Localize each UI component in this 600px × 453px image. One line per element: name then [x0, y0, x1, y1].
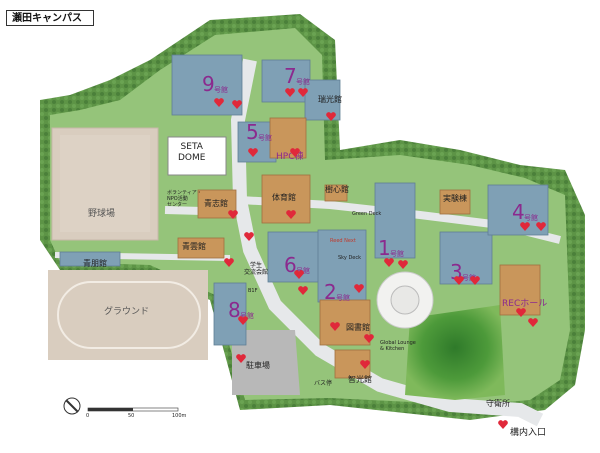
seimeikan-label: 青朋館	[83, 259, 107, 268]
building-3-suffix: 号館	[462, 274, 476, 282]
aed-heart-icon	[214, 98, 224, 107]
aed-heart-icon	[330, 322, 340, 331]
b1f-label: B1F	[248, 288, 258, 294]
seishikan-label: 青志館	[204, 199, 228, 208]
building-1-suffix: 号館	[390, 250, 404, 258]
aed-heart-icon	[528, 318, 538, 327]
entrance-label: 構内入口	[510, 428, 547, 438]
volunteer-label: ボランティア・ NPO活動 センター	[167, 190, 202, 208]
aed-heart-icon	[384, 258, 394, 267]
sky-deck-label: Sky Deck	[338, 255, 362, 261]
aed-heart-icon	[326, 112, 336, 121]
baseball-label: 野球場	[88, 209, 116, 219]
chikokan-label: 智光館	[348, 375, 372, 384]
jikken-label: 実験棟	[443, 194, 467, 203]
aed-heart-icon	[290, 148, 300, 157]
hill-area	[405, 305, 505, 400]
aed-heart-icon	[244, 232, 254, 241]
rec-label: RECホール	[502, 299, 548, 309]
building-2-number: 2	[324, 280, 337, 304]
aed-heart-icon	[285, 88, 295, 97]
aed-heart-icon	[516, 308, 526, 317]
ground-label: グラウンド	[104, 307, 150, 317]
aed-heart-icon	[298, 88, 308, 97]
aed-heart-icon	[238, 316, 248, 325]
building-4-suffix: 号館	[524, 214, 538, 222]
scale-100: 100m	[172, 413, 187, 419]
parking-label: 駐車場	[246, 361, 270, 370]
taiikukan-label: 体育館	[272, 193, 296, 202]
aed-heart-icon	[520, 222, 530, 231]
building-7-suffix: 号館	[296, 78, 310, 86]
aed-heart-icon	[360, 360, 370, 369]
map-title: 瀬田キャンパス	[6, 10, 94, 26]
aed-heart-icon	[498, 420, 508, 429]
global-label: Global Lounge & Kitchen	[380, 340, 416, 352]
building-blocks	[59, 54, 549, 346]
aed-heart-icon	[536, 222, 546, 231]
scale-bar	[87, 407, 179, 412]
zuikokan-label: 瑞光館	[318, 95, 342, 104]
building-6-number: 6	[284, 253, 297, 277]
building-blocks-orange	[177, 117, 541, 379]
building-9-suffix: 号館	[214, 86, 228, 94]
building-4-number: 4	[512, 200, 525, 224]
scale-0: 0	[86, 413, 90, 419]
aed-heart-icon	[248, 148, 258, 157]
gakusei-label: 学生 交流会館	[244, 262, 269, 276]
aed-heart-icon	[470, 276, 480, 285]
aed-heart-icon	[298, 286, 308, 295]
seta-dome-block	[167, 136, 227, 176]
aed-heart-icon	[236, 354, 246, 363]
guard-label: 守衛所	[486, 399, 510, 408]
building-5-suffix: 号館	[258, 134, 272, 142]
jukokan-label: 樹心館	[325, 185, 349, 194]
bus-label: バス停	[314, 380, 333, 387]
building-7-number: 7	[284, 64, 297, 88]
building-9-number: 9	[202, 72, 215, 96]
building-2-suffix: 号館	[336, 294, 350, 302]
aed-heart-icon	[364, 334, 374, 343]
aed-heart-icon	[398, 260, 408, 269]
seta-dome-label: SETA DOME	[178, 142, 206, 163]
building-8-number: 8	[228, 298, 241, 322]
building-5-number: 5	[246, 120, 259, 144]
aed-heart-icon	[232, 100, 242, 109]
aed-heart-icon	[354, 284, 364, 293]
library-label: 図書館	[346, 323, 370, 332]
scale-50: 50	[128, 413, 135, 419]
parking-area	[232, 330, 300, 395]
aed-heart-icon	[454, 276, 464, 285]
aed-heart-icon	[224, 258, 234, 267]
hpc-label: HPC棟	[276, 152, 304, 162]
aed-heart-icon	[294, 270, 304, 279]
aed-heart-icon	[286, 210, 296, 219]
green-deck-label: Green Deck	[352, 211, 382, 217]
aed-heart-icon	[228, 210, 238, 219]
building-8-suffix: 号館	[240, 312, 254, 320]
building-1-number: 1	[378, 236, 391, 260]
seisokan-label: 青雲館	[182, 242, 206, 251]
reed-next-label: Reed Next	[330, 238, 356, 244]
